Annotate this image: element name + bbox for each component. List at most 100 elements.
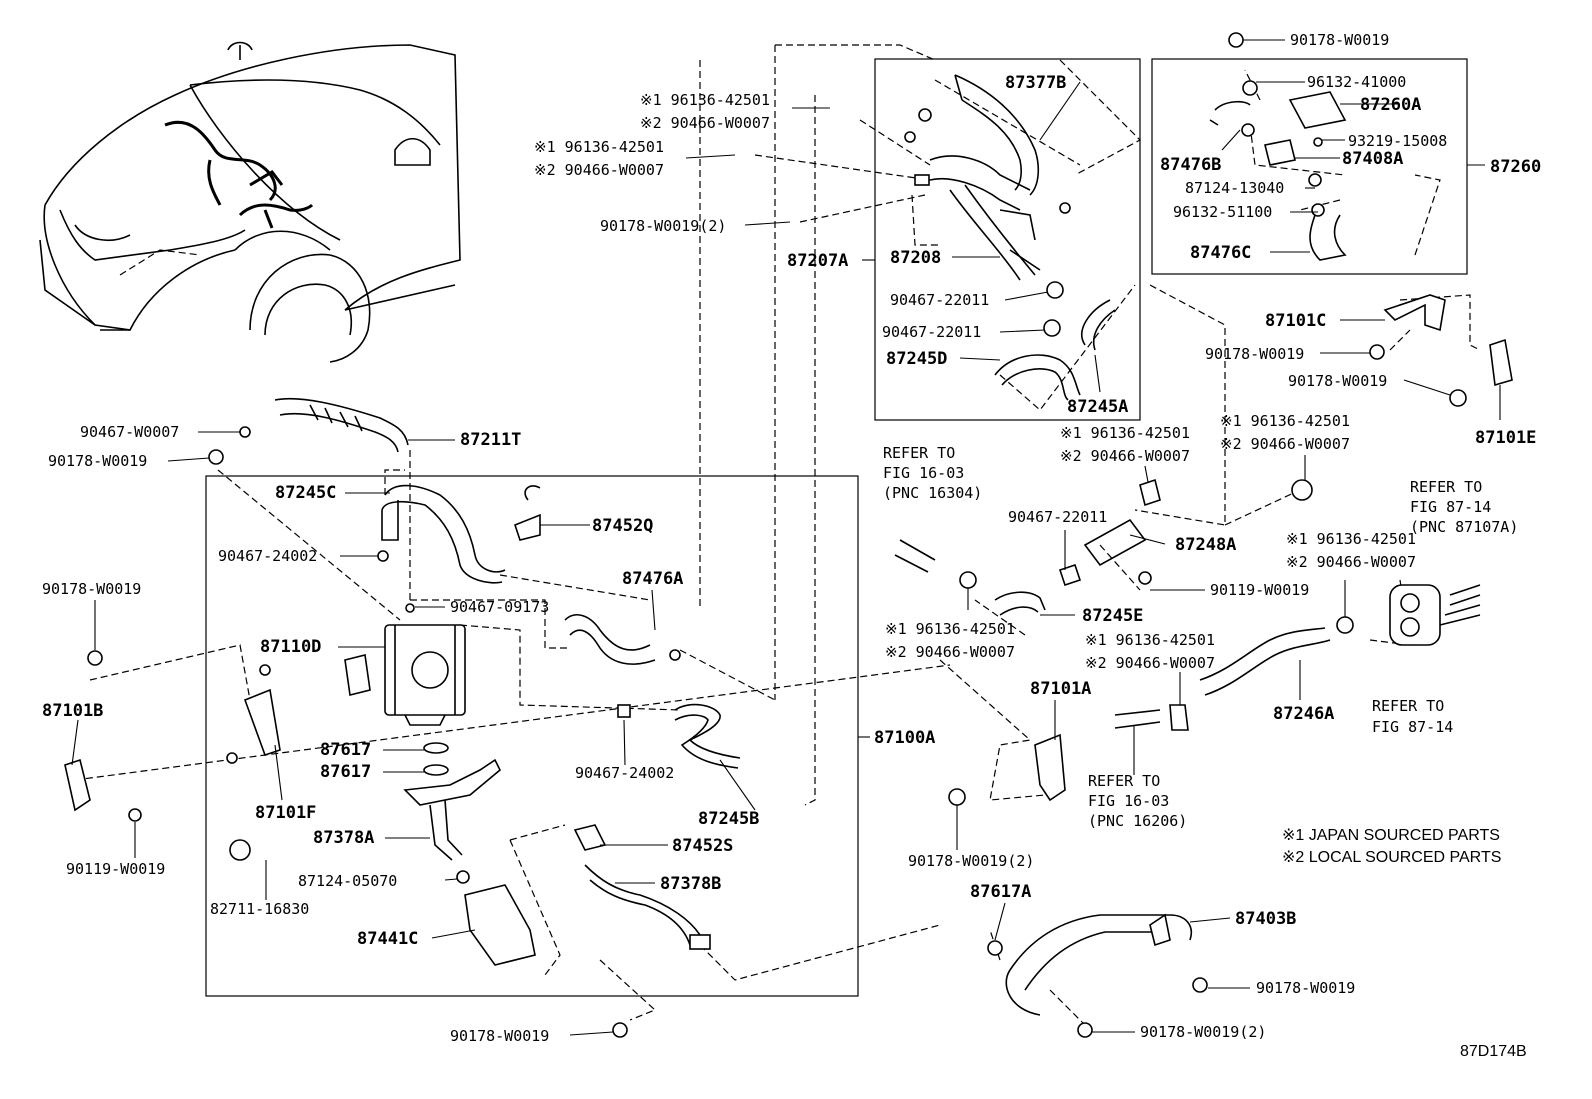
label-clip-3b[interactable]: ※2 90466-W0007 — [1220, 435, 1350, 453]
ref-1-line3[interactable]: (PNC 16304) — [883, 484, 982, 502]
leader-lines — [71, 39, 1501, 1036]
label-clip-6a[interactable]: ※1 96136-42501 — [885, 620, 1015, 638]
label-clip-5a[interactable]: ※1 96136-42501 — [1286, 530, 1416, 548]
label-87617-a[interactable]: 87617 — [320, 740, 371, 760]
label-90467-W0007[interactable]: 90467-W0007 — [80, 423, 179, 441]
label-90178-2c[interactable]: 90178-W0019(2) — [1140, 1023, 1266, 1041]
ref-1-line1[interactable]: REFER TO — [883, 444, 955, 462]
label-90467-24002-a[interactable]: 90467-24002 — [218, 547, 317, 565]
label-87403B[interactable]: 87403B — [1235, 909, 1296, 929]
ref-3-line2[interactable]: FIG 87-14 — [1372, 718, 1453, 736]
ref-4-line2[interactable]: FIG 16-03 — [1088, 792, 1169, 810]
label-87101A[interactable]: 87101A — [1030, 679, 1091, 699]
dashed-connectors — [74, 44, 1481, 1026]
label-87245C[interactable]: 87245C — [275, 483, 336, 503]
ref-2-line3[interactable]: (PNC 87107A) — [1410, 518, 1518, 536]
label-87377B[interactable]: 87377B — [1005, 73, 1066, 93]
label-90467-09173[interactable]: 90467-09173 — [450, 598, 549, 616]
label-87100A[interactable]: 87100A — [874, 728, 935, 748]
ref-1-line2[interactable]: FIG 16-03 — [883, 464, 964, 482]
label-87124-05070[interactable]: 87124-05070 — [298, 872, 397, 890]
label-90119-l[interactable]: 90119-W0019 — [66, 860, 165, 878]
label-87248A[interactable]: 87248A — [1175, 535, 1236, 555]
label-87408A[interactable]: 87408A — [1342, 149, 1403, 169]
label-87617A[interactable]: 87617A — [970, 882, 1031, 902]
label-90178-l1[interactable]: 90178-W0019 — [48, 452, 147, 470]
part-sketches — [64, 32, 1513, 1038]
group-box-87100A — [205, 475, 859, 997]
label-87260A[interactable]: 87260A — [1360, 95, 1421, 115]
label-90178-r2[interactable]: 90178-W0019 — [1288, 372, 1387, 390]
label-clip-6b[interactable]: ※2 90466-W0007 — [885, 643, 1015, 661]
diagram-id[interactable]: 87D174B — [1460, 1043, 1527, 1060]
label-87245E[interactable]: 87245E — [1082, 606, 1143, 626]
label-clip-7b[interactable]: ※2 90466-W0007 — [1085, 654, 1215, 672]
label-87124-13040[interactable]: 87124-13040 — [1185, 179, 1284, 197]
label-87378A[interactable]: 87378A — [313, 828, 374, 848]
ref-2-line2[interactable]: FIG 87-14 — [1410, 498, 1491, 516]
label-90467-22011-c[interactable]: 90467-22011 — [1008, 508, 1107, 526]
label-87441C[interactable]: 87441C — [357, 929, 418, 949]
label-clip-4b[interactable]: ※2 90466-W0007 — [1060, 447, 1190, 465]
label-clip-3a[interactable]: ※1 96136-42501 — [1220, 412, 1350, 430]
label-87208[interactable]: 87208 — [890, 248, 941, 268]
ref-4-line3[interactable]: (PNC 16206) — [1088, 812, 1187, 830]
label-90178-top[interactable]: 90178-W0019 — [1290, 31, 1389, 49]
label-87378B[interactable]: 87378B — [660, 874, 721, 894]
label-87617-b[interactable]: 87617 — [320, 762, 371, 782]
note-japan-sourced[interactable]: ※1 JAPAN SOURCED PARTS — [1282, 827, 1500, 844]
label-clip-2b[interactable]: ※2 90466-W0007 — [534, 161, 664, 179]
label-87452Q[interactable]: 87452Q — [592, 516, 653, 536]
label-87245B[interactable]: 87245B — [698, 809, 759, 829]
part-labels[interactable]: 90178-W0019 96132-41000 87260A 93219-150… — [42, 31, 1541, 1060]
label-90467-24002-b[interactable]: 90467-24002 — [575, 764, 674, 782]
ref-2-line1[interactable]: REFER TO — [1410, 478, 1482, 496]
label-87101C[interactable]: 87101C — [1265, 311, 1326, 331]
label-90467-22011-b[interactable]: 90467-22011 — [882, 323, 981, 341]
label-87476B[interactable]: 87476B — [1160, 155, 1221, 175]
label-90178-r1[interactable]: 90178-W0019 — [1205, 345, 1304, 363]
label-87110D[interactable]: 87110D — [260, 637, 321, 657]
label-clip-1a[interactable]: ※1 96136-42501 — [640, 91, 770, 109]
label-87260[interactable]: 87260 — [1490, 157, 1541, 177]
bracket-87101C — [1383, 294, 1446, 332]
label-90178-l2[interactable]: 90178-W0019 — [42, 580, 141, 598]
clamp-87260A — [1288, 91, 1347, 129]
label-clip-1b[interactable]: ※2 90466-W0007 — [640, 114, 770, 132]
label-87476C[interactable]: 87476C — [1190, 243, 1251, 263]
label-87476A[interactable]: 87476A — [622, 569, 683, 589]
label-96132-41000[interactable]: 96132-41000 — [1307, 73, 1406, 91]
label-96132-51100[interactable]: 96132-51100 — [1173, 203, 1272, 221]
note-local-sourced[interactable]: ※2 LOCAL SOURCED PARTS — [1282, 849, 1501, 866]
label-82711-16830[interactable]: 82711-16830 — [210, 900, 309, 918]
filter-87441C — [464, 884, 536, 966]
label-90178-2b[interactable]: 90178-W0019(2) — [908, 852, 1034, 870]
label-90178-bot[interactable]: 90178-W0019 — [450, 1027, 549, 1045]
label-90119-r[interactable]: 90119-W0019 — [1210, 581, 1309, 599]
heater-87110D — [384, 624, 466, 716]
label-87101F[interactable]: 87101F — [255, 803, 316, 823]
label-90178-2[interactable]: 90178-W0019(2) — [600, 217, 726, 235]
label-87211T[interactable]: 87211T — [460, 430, 521, 450]
label-clip-4a[interactable]: ※1 96136-42501 — [1060, 424, 1190, 442]
label-87452S[interactable]: 87452S — [672, 836, 733, 856]
label-clip-7a[interactable]: ※1 96136-42501 — [1085, 631, 1215, 649]
ref-4-line1[interactable]: REFER TO — [1088, 772, 1160, 790]
group-box-87260 — [1151, 58, 1468, 275]
label-90467-22011-a[interactable]: 90467-22011 — [890, 291, 989, 309]
vehicle-illustration — [39, 41, 461, 363]
nut-icon — [1228, 32, 1244, 48]
label-87101E[interactable]: 87101E — [1475, 428, 1536, 448]
label-87101B[interactable]: 87101B — [42, 701, 103, 721]
label-87245A[interactable]: 87245A — [1067, 397, 1128, 417]
label-93219-15008[interactable]: 93219-15008 — [1348, 132, 1447, 150]
label-clip-2a[interactable]: ※1 96136-42501 — [534, 138, 664, 156]
label-87245D[interactable]: 87245D — [886, 349, 947, 369]
ref-3-line1[interactable]: REFER TO — [1372, 697, 1444, 715]
label-clip-5b[interactable]: ※2 90466-W0007 — [1286, 553, 1416, 571]
label-87246A[interactable]: 87246A — [1273, 704, 1334, 724]
label-87207A[interactable]: 87207A — [787, 251, 848, 271]
label-90178-b1[interactable]: 90178-W0019 — [1256, 979, 1355, 997]
group-box-87207A — [874, 58, 1141, 421]
